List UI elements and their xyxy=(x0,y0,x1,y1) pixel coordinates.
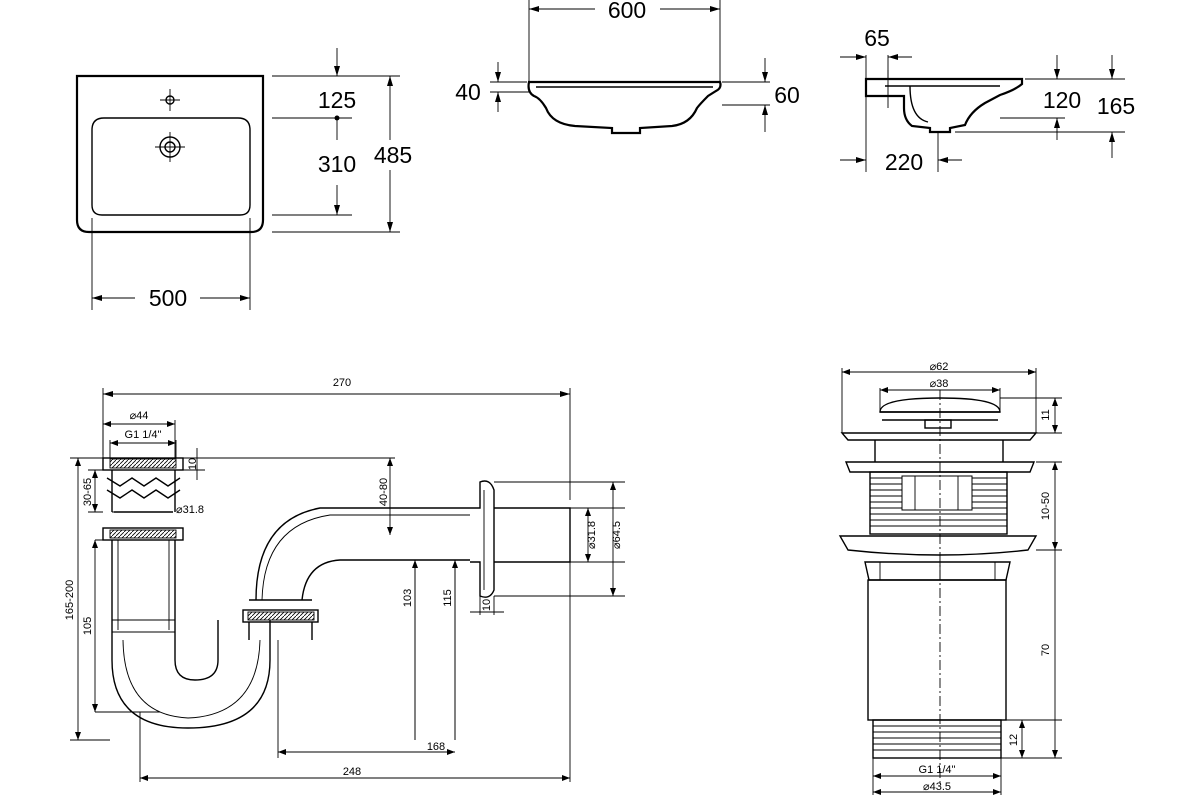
dim-flange-10: 10 xyxy=(481,599,493,611)
dim-nut-10: 10 xyxy=(187,458,199,470)
dim-drain-220: 220 xyxy=(885,149,923,175)
dim-valve-thread-spec: G1 1/4" xyxy=(919,764,956,776)
basin-front-view: 600 40 60 xyxy=(455,0,800,135)
dim-horizontal-168: 168 xyxy=(427,741,445,753)
dim-valve-thread-10-50: 10-50 xyxy=(1040,492,1052,520)
drain-icon xyxy=(155,132,185,162)
dim-front-width-600: 600 xyxy=(608,0,646,23)
dim-inlet-44: ⌀44 xyxy=(130,410,149,422)
dim-outlet-pipe-31-8: ⌀31.8 xyxy=(586,521,598,549)
dim-valve-38: ⌀38 xyxy=(930,378,949,390)
bottle-siphon-drawing: 270 ⌀44 G1 1/4" 10 30-65 165-200 ⌀31.8 1… xyxy=(64,377,625,782)
drain-valve-drawing: ⌀62 ⌀38 11 10-50 70 12 G1 1/4" ⌀43.5 xyxy=(838,361,1062,795)
dim-valve-body-70: 70 xyxy=(1040,644,1052,656)
dim-siphon-270: 270 xyxy=(333,377,351,389)
dim-adjust-30-65: 30-65 xyxy=(82,478,94,506)
dim-inlet-thread: G1 1/4" xyxy=(125,429,162,441)
dim-trap-105: 105 xyxy=(82,617,94,635)
dim-height-165-200: 165-200 xyxy=(64,580,76,620)
dim-valve-bottom-43-5: ⌀43.5 xyxy=(923,781,951,793)
dim-bowl-length-310: 310 xyxy=(318,151,356,177)
dim-wall-40-80: 40-80 xyxy=(378,478,390,506)
basin-top-view: 500 125 310 485 xyxy=(75,48,412,311)
dim-depth-485: 485 xyxy=(374,142,412,168)
dim-outlet-103: 103 xyxy=(402,589,414,607)
dim-rim-40: 40 xyxy=(455,79,481,105)
dim-bowl-120: 120 xyxy=(1043,87,1081,113)
dim-valve-cap-11: 11 xyxy=(1040,409,1052,420)
dim-overflow-60: 60 xyxy=(774,82,800,108)
dim-height-165: 165 xyxy=(1097,93,1135,119)
dim-horizontal-248: 248 xyxy=(343,766,361,778)
dim-valve-62: ⌀62 xyxy=(930,361,949,373)
dim-wall-65: 65 xyxy=(864,25,890,51)
dim-width-500: 500 xyxy=(149,285,187,311)
dim-valve-bottom-12: 12 xyxy=(1008,734,1020,746)
dim-tap-offset-125: 125 xyxy=(318,87,356,113)
basin-side-view: 65 220 120 165 xyxy=(840,25,1135,175)
dim-flange-64-5: ⌀64.5 xyxy=(611,521,623,549)
dim-outlet-115: 115 xyxy=(442,589,454,607)
dim-tube-31-8: ⌀31.8 xyxy=(176,504,204,516)
